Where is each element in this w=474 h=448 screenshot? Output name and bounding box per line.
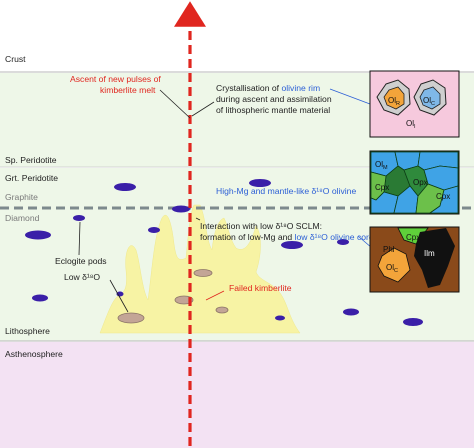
graphite-label: Graphite <box>5 192 38 202</box>
failed-kimberlite-body <box>99 204 301 334</box>
eclogite-pod <box>337 239 349 245</box>
eclogite-pod <box>343 308 359 316</box>
crust-band <box>0 0 474 72</box>
low-d18o-pod <box>193 269 213 277</box>
ilm-label: Ilm <box>424 249 435 258</box>
eclogite-leader <box>78 221 81 256</box>
low-d18o-label: Low δ¹⁸O <box>64 272 100 282</box>
crystallisation-label-line2: during ascent and assimilation <box>216 94 332 104</box>
interaction-label-line1: Interaction with low δ¹⁸O SCLM: <box>200 221 322 231</box>
eclogite-pods <box>25 179 423 326</box>
low-d18o-pods <box>117 269 229 324</box>
cpx-label-1: Cpx <box>375 183 389 192</box>
eclogite-pod <box>73 215 85 221</box>
olivine-core-inset: Phl Cpx OlC Ilm <box>369 226 460 293</box>
ol-c-label: OlC <box>423 96 435 107</box>
eclogite-pod <box>114 183 136 191</box>
olivine-rim-leader <box>329 88 371 105</box>
asthenosphere-label: Asthenosphere <box>5 349 63 359</box>
eclogite-pod <box>249 179 271 187</box>
low-d18o-pod <box>117 312 145 324</box>
grt-peridotite-label: Grt. Peridotite <box>5 173 58 183</box>
crystallisation-label-line3: of lithospheric mantle material <box>216 105 330 115</box>
crust-label: Crust <box>5 54 26 64</box>
olivine-rim-inset: OlR OlC OlI <box>369 70 460 138</box>
crystallisation-leader <box>191 101 215 117</box>
eclogite-pod <box>32 294 48 302</box>
ascent-label-line1: Ascent of new pulses of <box>70 74 161 84</box>
eclogite-pod <box>25 230 51 240</box>
cpx-label-2: Cpx <box>436 192 450 201</box>
core-cpx-label: Cpx <box>406 233 420 242</box>
high-mg-label: High-Mg and mantle-like δ¹⁸O olivine <box>216 186 356 196</box>
low-d18o-pod <box>215 306 229 314</box>
failed-kimberlite-leader <box>205 290 225 301</box>
eclogite-pod <box>403 318 423 326</box>
sp-peridotite-label: Sp. Peridotite <box>5 155 57 165</box>
low-d18o-leader <box>109 279 129 313</box>
olivine-grain-left <box>376 79 411 116</box>
phl-label: Phl <box>383 245 395 254</box>
ol-m-label: OlM <box>375 160 388 171</box>
eclogite-pod <box>172 205 190 213</box>
ascent-label-line2: kimberlite melt <box>100 85 156 95</box>
failed-kimberlite-label: Failed kimberlite <box>229 283 292 293</box>
core-ol-label: OlC <box>386 263 398 274</box>
asthenosphere-band <box>0 342 474 448</box>
eclogite-pod <box>281 241 303 249</box>
eclogite-pod <box>148 227 160 233</box>
crystallisation-label-line1: Crystallisation of olivine rim <box>216 83 320 93</box>
opx-label: Opx <box>413 178 428 187</box>
ol-i-label: OlI <box>406 119 416 130</box>
olivine-grain-right <box>413 79 447 116</box>
mantle-olivine-inset: OlM Cpx Opx Cpx <box>369 150 460 215</box>
eclogite-pod <box>275 315 285 321</box>
interaction-label-line2: formation of low-Mg and low δ¹⁸O olivine… <box>200 232 374 242</box>
ascent-leader <box>159 89 191 119</box>
ol-r-label: OlR <box>388 96 400 107</box>
eclogite-label: Eclogite pods <box>55 256 107 266</box>
interaction-leader <box>195 217 201 221</box>
lithosphere-label: Lithosphere <box>5 326 50 336</box>
diamond-label: Diamond <box>5 213 40 223</box>
